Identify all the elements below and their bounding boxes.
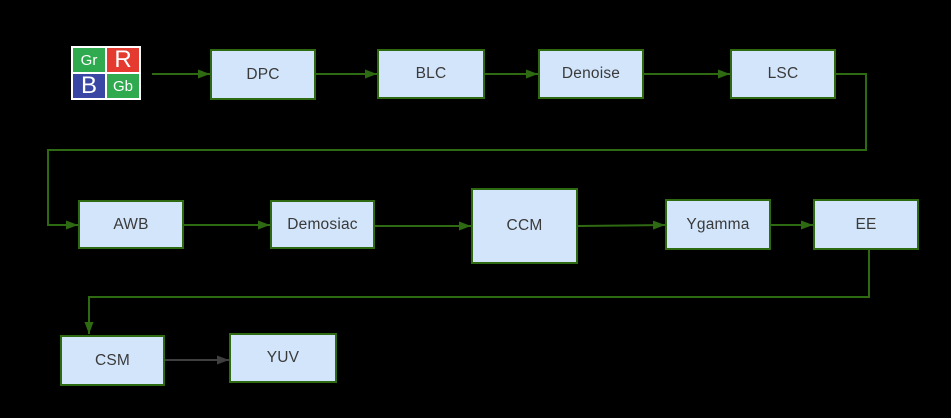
node-csm[interactable]: CSM — [60, 335, 165, 386]
connector-ccm-ygamma — [577, 220, 666, 230]
bayer-cell-r: R — [107, 48, 139, 72]
node-dpc[interactable]: DPC — [210, 49, 316, 100]
bayer-cell-gr: Gr — [73, 48, 105, 72]
node-ee[interactable]: EE — [813, 199, 919, 250]
node-lsc[interactable]: LSC — [730, 49, 836, 99]
bayer-cell-b: B — [73, 74, 105, 98]
node-demosiac[interactable]: Demosiac — [270, 200, 375, 249]
node-yuv[interactable]: YUV — [229, 333, 337, 383]
node-denoise[interactable]: Denoise — [538, 49, 644, 99]
node-awb[interactable]: AWB — [78, 200, 184, 249]
node-ccm[interactable]: CCM — [471, 188, 578, 264]
bayer-cell-gb: Gb — [107, 74, 139, 98]
node-blc[interactable]: BLC — [377, 49, 485, 99]
bayer-pattern-icon[interactable]: Gr R B Gb — [71, 46, 141, 100]
node-ygamma[interactable]: Ygamma — [665, 199, 771, 250]
